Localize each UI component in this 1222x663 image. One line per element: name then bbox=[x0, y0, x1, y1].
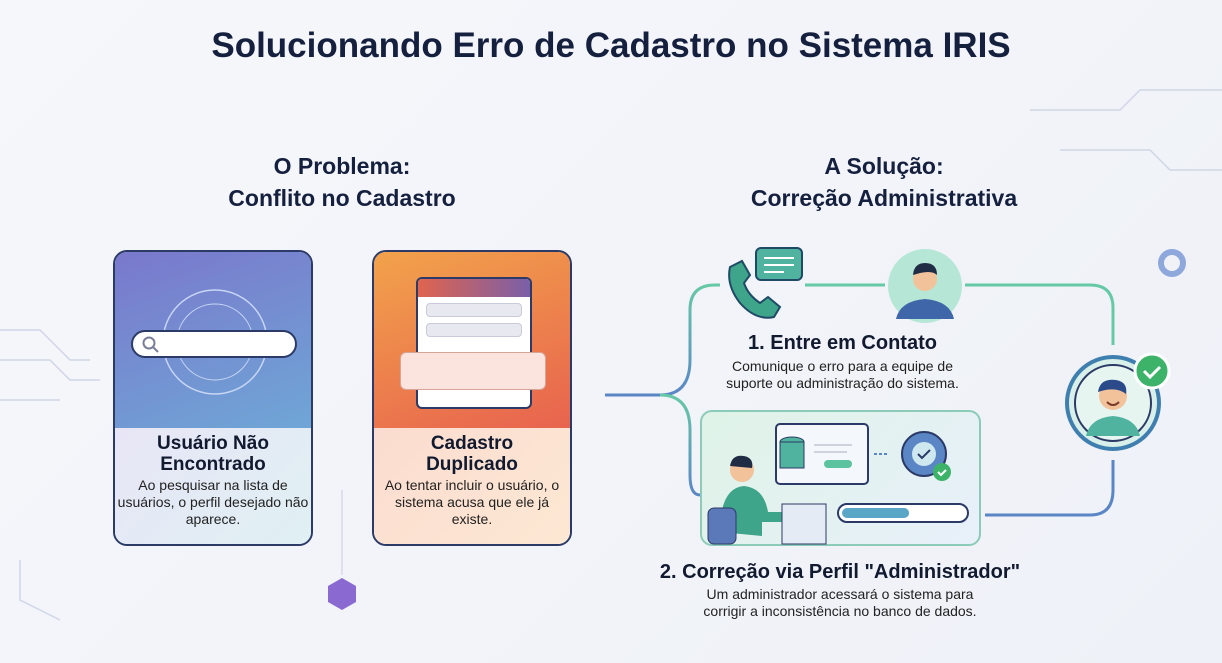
problem-heading-line1: O Problema: bbox=[273, 153, 411, 179]
solution-heading-line1: A Solução: bbox=[824, 153, 944, 179]
duplicate-entry bbox=[400, 352, 546, 390]
phone-chat-icon bbox=[728, 247, 803, 319]
search-illustration bbox=[115, 252, 311, 428]
hexagon-icon bbox=[328, 578, 356, 610]
step2-description: Um administrador acessará o sistema para… bbox=[703, 586, 977, 619]
problem-heading-line2: Conflito no Cadastro bbox=[228, 185, 456, 211]
admin-correction-illustration bbox=[700, 410, 981, 546]
check-badge-icon bbox=[1133, 352, 1171, 390]
line-segment bbox=[985, 460, 1115, 517]
step2-title: 2. Correção via Perfil "Administrador" bbox=[659, 561, 1021, 583]
card-description: Ao tentar incluir o usuário, o sistema a… bbox=[384, 477, 560, 527]
gear-check-icon bbox=[901, 431, 951, 481]
line-segment bbox=[965, 283, 1115, 345]
card-description: Ao pesquisar na lista de usuários, o per… bbox=[117, 477, 309, 527]
step1-description: Comunique o erro para a equipe de suport… bbox=[726, 358, 959, 391]
resolved-user-avatar-icon bbox=[1065, 352, 1171, 451]
computer-desk-icon bbox=[781, 503, 827, 545]
search-icon bbox=[142, 336, 159, 353]
progress-fill bbox=[842, 508, 910, 518]
admin-person-icon bbox=[707, 455, 792, 545]
search-bar bbox=[131, 330, 297, 358]
step1-title: 1. Entre em Contato bbox=[748, 332, 937, 354]
duplicate-form-illustration bbox=[374, 252, 570, 428]
database-icon bbox=[779, 436, 805, 469]
bracket-bottom bbox=[659, 393, 701, 497]
bracket-top bbox=[605, 283, 720, 397]
support-agent-avatar-icon bbox=[888, 249, 962, 323]
solution-heading-line2: Correção Administrativa bbox=[750, 185, 1018, 211]
page-title: Solucionando Erro de Cadastro no Sistema… bbox=[211, 26, 1011, 65]
decor-ring-icon bbox=[1158, 249, 1186, 277]
